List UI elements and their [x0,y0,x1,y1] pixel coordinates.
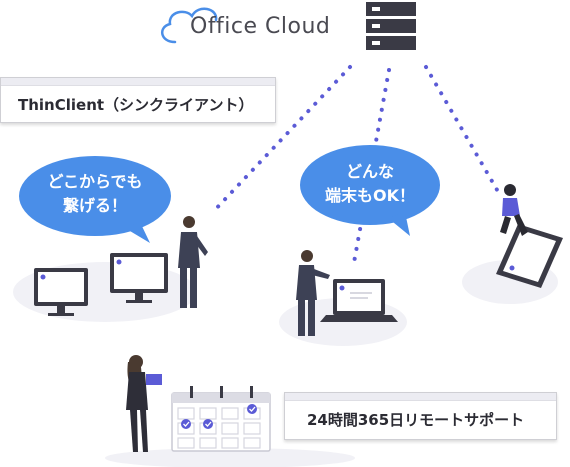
server-icon [366,2,416,50]
businessman-figure [296,250,330,336]
check-icon [247,404,257,414]
thin-client-label: ThinClient（シンクライアント） [0,77,276,123]
speech-bubble-left [19,156,171,243]
businessman-figure [178,216,208,308]
desktop-monitor-icon [110,253,168,303]
label-title-bar [285,393,556,401]
support-label-text: 24時間365日リモートサポート [307,411,525,429]
bubble-left-line2: 繋げる！ [62,196,127,215]
businesswoman-figure [126,355,162,452]
logo-text: Office Cloud [190,14,331,39]
connector-line-right [424,65,502,197]
support-label: 24時間365日リモートサポート [284,392,557,440]
woman-figure [500,184,528,236]
check-icon [203,419,213,429]
cloud-icon [161,7,218,44]
bubble-center-line1: どんな [345,162,394,181]
label-title-bar [1,78,275,86]
platform-bottom [105,448,355,467]
calendar-icon [171,386,271,452]
thin-client-label-text: ThinClient（シンクライアント） [18,96,254,114]
speech-bubble-center [300,145,440,236]
desktop-monitor-icon [34,268,88,316]
connector-line-left [210,65,352,215]
smartphone-icon [496,224,563,288]
check-icon [181,419,191,429]
laptop-icon [320,279,398,322]
bubble-center-line2: 端末もOK！ [324,186,415,205]
bubble-left-line1: どこからでも [47,172,143,191]
